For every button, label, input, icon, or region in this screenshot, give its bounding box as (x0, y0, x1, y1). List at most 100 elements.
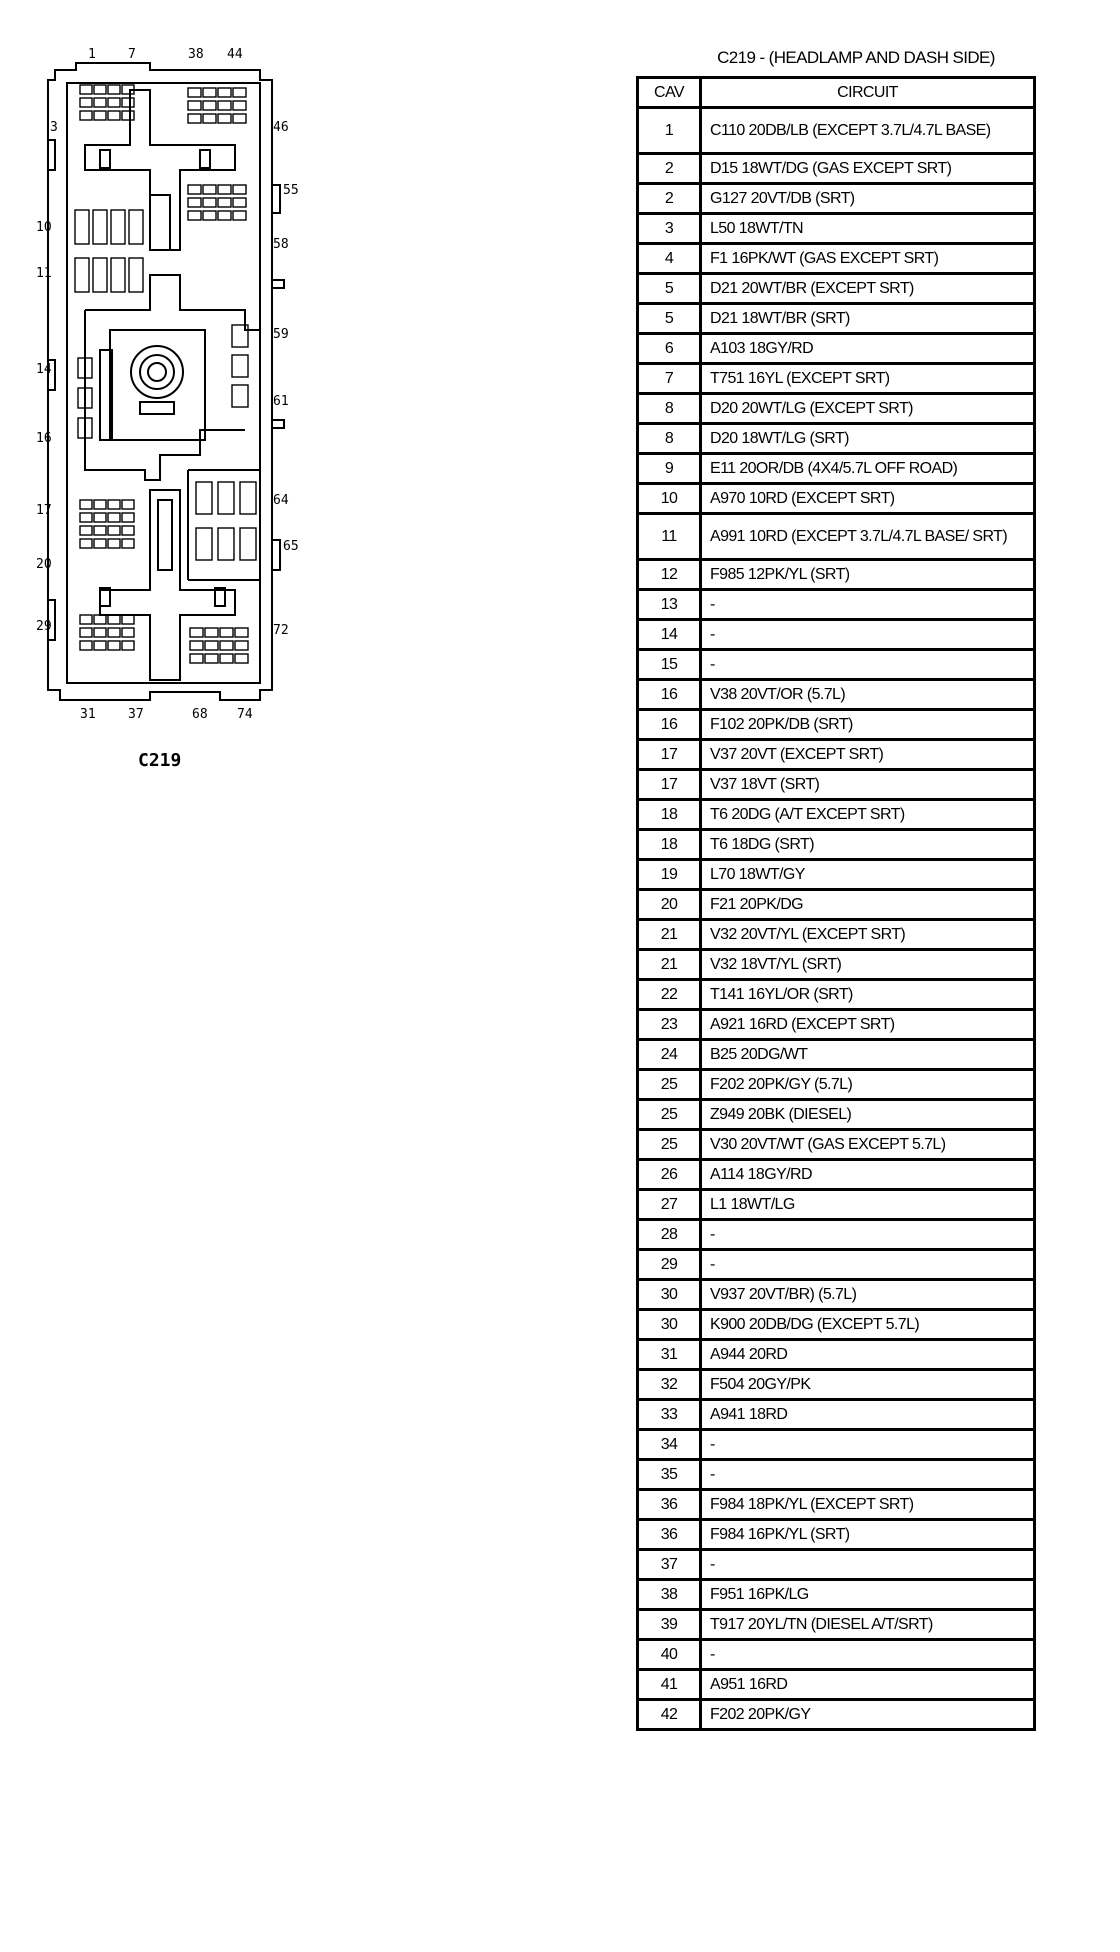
pin-label-right: 58 (273, 237, 289, 252)
table-row: 34- (636, 1428, 1036, 1461)
circuit-cell: F951 16PK/LG (699, 1578, 1036, 1611)
table-row: 13- (636, 588, 1036, 621)
circuit-cell: F21 20PK/DG (699, 888, 1036, 921)
cav-cell: 22 (636, 978, 702, 1011)
cav-cell: 21 (636, 918, 702, 951)
pin-label-right: 64 (273, 493, 289, 508)
cav-cell: 28 (636, 1218, 702, 1251)
circuit-cell: A103 18GY/RD (699, 332, 1036, 365)
column-header-circuit: CIRCUIT (699, 76, 1036, 109)
table-row: 37- (636, 1548, 1036, 1581)
table-row: 35- (636, 1458, 1036, 1491)
cav-cell: 16 (636, 678, 702, 711)
table-title: C219 - (HEADLAMP AND DASH SIDE) (717, 48, 995, 67)
cav-cell: 34 (636, 1428, 702, 1461)
cav-cell: 8 (636, 422, 702, 455)
cav-cell: 10 (636, 482, 702, 515)
connector-outline (47, 62, 285, 701)
circuit-cell: L1 18WT/LG (699, 1188, 1036, 1221)
pin-label-left: 20 (36, 557, 52, 572)
circuit-cell: V32 20VT/YL (EXCEPT SRT) (699, 918, 1036, 951)
circuit-cell: A941 18RD (699, 1398, 1036, 1431)
pinout-table-container: C219 - (HEADLAMP AND DASH SIDE) CAV CIRC… (636, 44, 1036, 1731)
table-row: 28- (636, 1218, 1036, 1251)
cav-cell: 19 (636, 858, 702, 891)
circuit-cell: F202 20PK/GY (699, 1698, 1036, 1731)
cav-cell: 25 (636, 1098, 702, 1131)
cav-cell: 11 (636, 512, 702, 561)
circuit-cell: D20 18WT/LG (SRT) (699, 422, 1036, 455)
circuit-cell: - (699, 1218, 1036, 1251)
circuit-cell: - (699, 1548, 1036, 1581)
circuit-cell: F984 18PK/YL (EXCEPT SRT) (699, 1488, 1036, 1521)
circuit-cell: T6 20DG (A/T EXCEPT SRT) (699, 798, 1036, 831)
circuit-cell: F202 20PK/GY (5.7L) (699, 1068, 1036, 1101)
circuit-cell: D21 18WT/BR (SRT) (699, 302, 1036, 335)
circuit-cell: D21 20WT/BR (EXCEPT SRT) (699, 272, 1036, 305)
cav-cell: 2 (636, 152, 702, 185)
pin-label-top: 7 (128, 47, 136, 62)
circuit-cell: V32 18VT/YL (SRT) (699, 948, 1036, 981)
cav-cell: 29 (636, 1248, 702, 1281)
pin-label-bottom: 74 (237, 707, 253, 722)
circuit-cell: A114 18GY/RD (699, 1158, 1036, 1191)
circuit-cell: C110 20DB/LB (EXCEPT 3.7L/4.7L BASE) (699, 106, 1036, 155)
circuit-cell: V37 20VT (EXCEPT SRT) (699, 738, 1036, 771)
pin-label-bottom: 68 (192, 707, 208, 722)
circuit-cell: F985 12PK/YL (SRT) (699, 558, 1036, 591)
cav-cell: 38 (636, 1578, 702, 1611)
pin-label-left: 10 (36, 220, 52, 235)
table-row: 14- (636, 618, 1036, 651)
cav-cell: 17 (636, 768, 702, 801)
connector-caption: C219 (138, 750, 181, 771)
cav-cell: 32 (636, 1368, 702, 1401)
cav-cell: 1 (636, 106, 702, 155)
cav-cell: 30 (636, 1308, 702, 1341)
circuit-cell: T917 20YL/TN (DIESEL A/T/SRT) (699, 1608, 1036, 1641)
cav-cell: 36 (636, 1518, 702, 1551)
cav-cell: 27 (636, 1188, 702, 1221)
circuit-cell: L50 18WT/TN (699, 212, 1036, 245)
cavity-grid (74, 84, 257, 664)
cav-cell: 35 (636, 1458, 702, 1491)
circuit-cell: B25 20DG/WT (699, 1038, 1036, 1071)
cav-cell: 4 (636, 242, 702, 275)
pin-label-left: 3 (50, 120, 58, 135)
cav-cell: 2 (636, 182, 702, 215)
circuit-cell: F504 20GY/PK (699, 1368, 1036, 1401)
cav-cell: 37 (636, 1548, 702, 1581)
circuit-cell: V937 20VT/BR) (5.7L) (699, 1278, 1036, 1311)
circuit-cell: - (699, 618, 1036, 651)
pin-label-right: 65 (283, 539, 299, 554)
pin-label-right: 46 (273, 120, 289, 135)
circuit-cell: - (699, 1458, 1036, 1491)
cav-cell: 16 (636, 708, 702, 741)
cav-cell: 25 (636, 1068, 702, 1101)
pin-label-left: 17 (36, 503, 52, 518)
table-row: 29- (636, 1248, 1036, 1281)
circuit-cell: A970 10RD (EXCEPT SRT) (699, 482, 1036, 515)
circuit-cell: D20 20WT/LG (EXCEPT SRT) (699, 392, 1036, 425)
pin-label-left: 14 (36, 362, 52, 377)
